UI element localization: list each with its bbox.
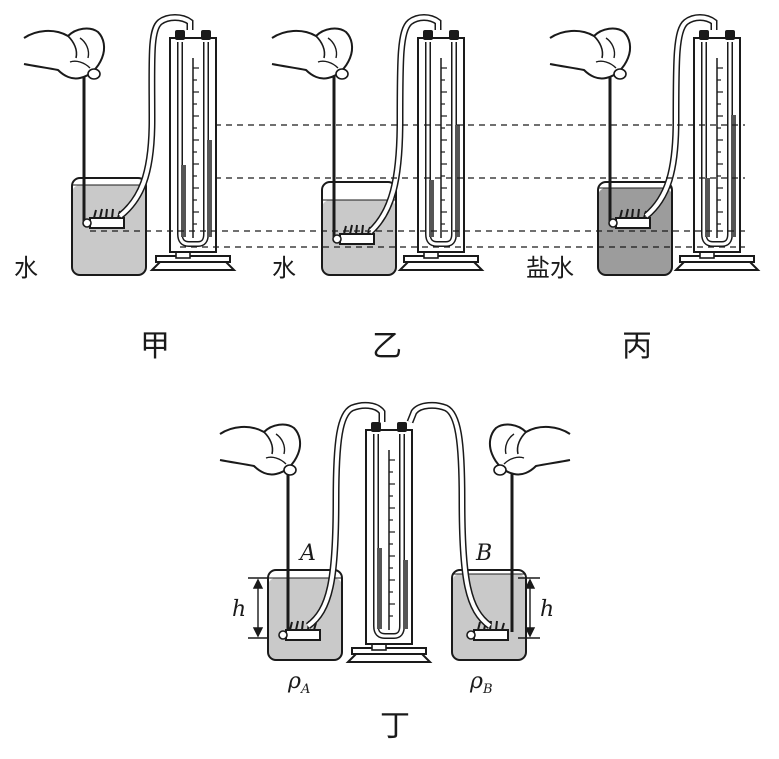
left-column — [429, 180, 434, 237]
caption-jia: 甲 — [140, 329, 170, 364]
density-a: ρA — [287, 669, 310, 697]
hand-icon — [271, 27, 354, 80]
label-a: A — [298, 541, 316, 566]
right-column — [207, 140, 212, 237]
panel-ding: A B h h ρA ρB 丁 — [219, 401, 571, 744]
beaker-icon — [451, 569, 527, 661]
hand-icon — [219, 423, 302, 476]
panel-jia: 水 甲 — [14, 14, 234, 364]
density-symbol-a: ρ — [287, 669, 301, 694]
depth-h-left: h — [232, 597, 246, 622]
u-tube-manometer-icon — [152, 30, 234, 270]
beaker-icon — [321, 181, 397, 276]
panel-yi: 水 乙 — [271, 14, 482, 364]
beaker-icon — [71, 177, 147, 276]
u-tube-manometer-icon — [400, 30, 482, 270]
dashed-reference-lines — [90, 124, 745, 248]
liquid-label: 盐水 — [526, 254, 574, 282]
u-tube-manometer-icon — [348, 422, 430, 662]
density-sub-b: B — [482, 682, 493, 697]
label-b: B — [475, 541, 492, 566]
depth-marker-left — [248, 577, 268, 639]
left-column — [181, 165, 186, 237]
depth-h-right: h — [540, 597, 554, 622]
beaker-icon — [267, 569, 343, 661]
caption-bing: 丙 — [622, 329, 652, 364]
right-column — [403, 560, 408, 629]
liquid-b — [452, 574, 526, 660]
left-column — [377, 548, 382, 629]
liquid-label: 水 — [272, 254, 296, 282]
hand-icon — [549, 27, 632, 80]
depth-marker-right — [518, 577, 540, 639]
u-tube-manometer-icon — [676, 30, 758, 270]
hand-icon — [23, 27, 106, 80]
beaker-icon — [597, 181, 673, 276]
liquid-label: 水 — [14, 254, 38, 282]
density-b: ρB — [469, 669, 493, 697]
hand-icon — [488, 423, 571, 476]
caption-ding: 丁 — [380, 709, 410, 744]
right-column — [455, 125, 460, 237]
panel-bing: 盐水 丙 — [526, 14, 758, 364]
right-column — [731, 115, 736, 237]
density-symbol-b: ρ — [469, 669, 483, 694]
density-sub-a: A — [300, 682, 310, 697]
left-column — [705, 178, 710, 237]
caption-yi: 乙 — [372, 329, 402, 364]
